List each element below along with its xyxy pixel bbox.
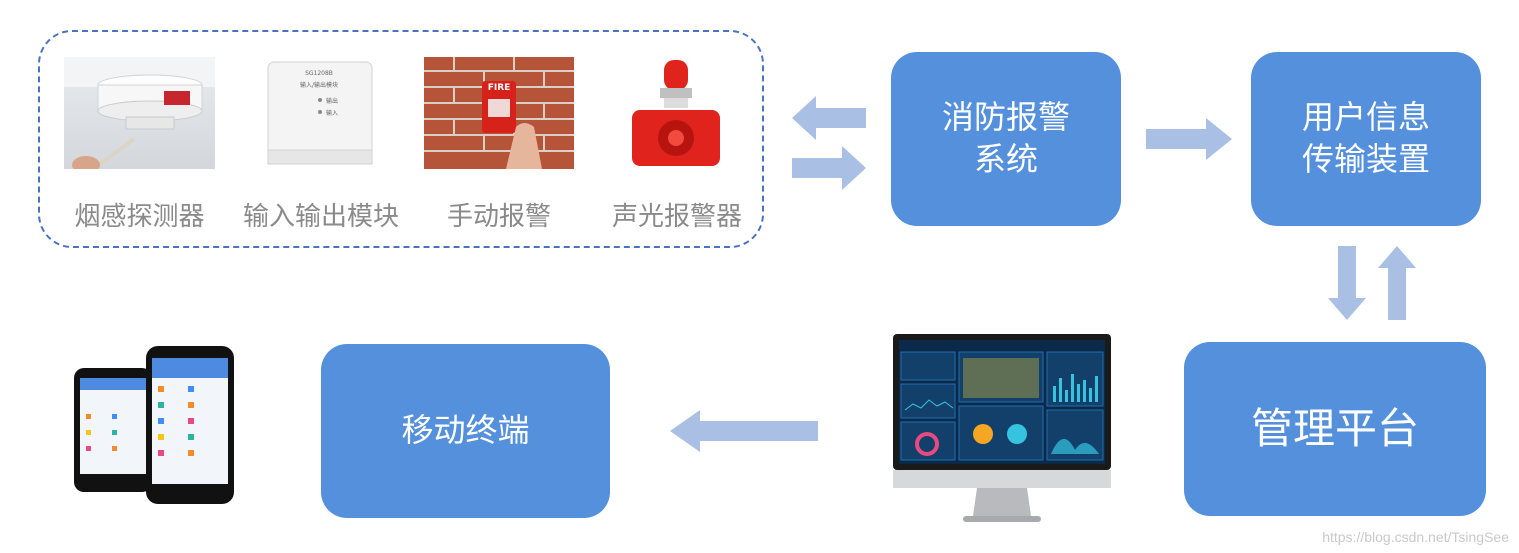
smoke-detector-icon bbox=[64, 57, 215, 169]
fire-alarm-system-box: 消防报警 系统 bbox=[891, 52, 1121, 226]
strobe-siren-icon bbox=[632, 60, 720, 166]
arrow-left-to-devices bbox=[792, 96, 866, 140]
smartphones-image bbox=[72, 344, 236, 506]
io-module-model: SG1208B bbox=[305, 70, 333, 77]
io-module-out: 输出 bbox=[326, 98, 339, 105]
arrow-up-to-user-info bbox=[1378, 246, 1416, 320]
user-info-transmission-box: 用户信息 传输装置 bbox=[1251, 52, 1481, 226]
manual-call-point-image: FIRE bbox=[424, 57, 574, 169]
management-platform-box: 管理平台 bbox=[1184, 342, 1486, 516]
arrow-right-to-system bbox=[792, 146, 866, 190]
strobe-siren-image bbox=[628, 56, 724, 168]
monitor-dashboard-icon bbox=[893, 334, 1111, 522]
io-module-image: SG1208B 输入/输出模块 输出 输入 bbox=[266, 60, 376, 168]
device-label-manual-alarm: 手动报警 bbox=[446, 202, 551, 232]
smoke-detector-image bbox=[64, 57, 215, 169]
smartphones-icon bbox=[74, 346, 234, 504]
monitor-image bbox=[893, 334, 1111, 524]
io-module-icon bbox=[267, 61, 373, 165]
device-label-smoke: 烟感探测器 bbox=[74, 202, 205, 232]
io-module-name: 输入/输出模块 bbox=[299, 82, 339, 89]
fire-sign-text: FIRE bbox=[487, 83, 511, 93]
mobile-terminal-box: 移动终端 bbox=[321, 344, 610, 518]
watermark: https://blog.csdn.net/TsingSee bbox=[1322, 529, 1509, 545]
arrow-right-to-user-info bbox=[1146, 118, 1232, 160]
field-devices-group bbox=[38, 30, 764, 248]
arrow-left-to-mobile bbox=[670, 410, 818, 452]
device-label-siren: 声光报警器 bbox=[611, 202, 742, 232]
io-module-in: 输入 bbox=[326, 110, 339, 117]
brick-wall-icon bbox=[424, 57, 574, 169]
device-label-io-module: 输入输出模块 bbox=[242, 202, 399, 232]
arrow-down-to-platform bbox=[1328, 246, 1366, 320]
